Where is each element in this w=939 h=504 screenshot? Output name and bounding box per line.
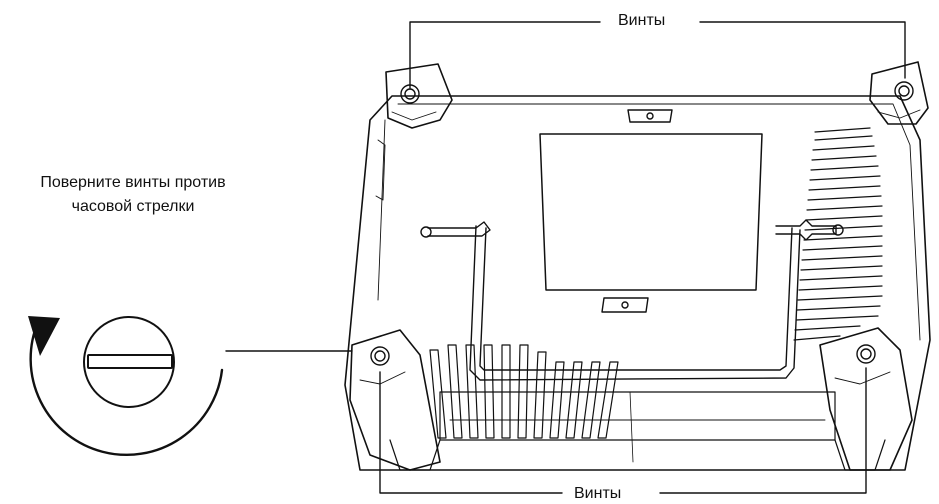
top-marker xyxy=(627,109,673,123)
screw-top-right xyxy=(894,81,914,101)
screw-top-left xyxy=(400,84,420,104)
corner-bumper-bottom-left xyxy=(349,329,441,471)
screw-head-illustration xyxy=(83,316,175,408)
counterclockwise-arrow xyxy=(28,316,224,456)
screw-bottom-right xyxy=(856,344,876,364)
device-housing xyxy=(344,95,931,471)
screws-label-bottom: Винты xyxy=(570,484,626,503)
bottom-marker xyxy=(601,297,649,313)
top-leader-lines xyxy=(409,21,906,89)
screw-bottom-left xyxy=(370,346,390,366)
rotation-instruction: Поверните винты против часовой стрелки xyxy=(2,171,264,219)
bottom-leader-lines xyxy=(379,367,867,494)
screws-label-top: Винты xyxy=(614,11,670,30)
corner-bumper-top-right xyxy=(869,61,929,125)
corner-bumper-bottom-right xyxy=(819,327,913,471)
center-plate xyxy=(539,133,763,291)
instruction-line-2: часовой стрелки xyxy=(71,198,195,215)
instruction-line-1: Поверните винты против xyxy=(40,174,226,191)
corner-bumper-top-left xyxy=(385,63,453,129)
side-vents xyxy=(793,127,883,341)
stand-handle xyxy=(420,219,844,381)
